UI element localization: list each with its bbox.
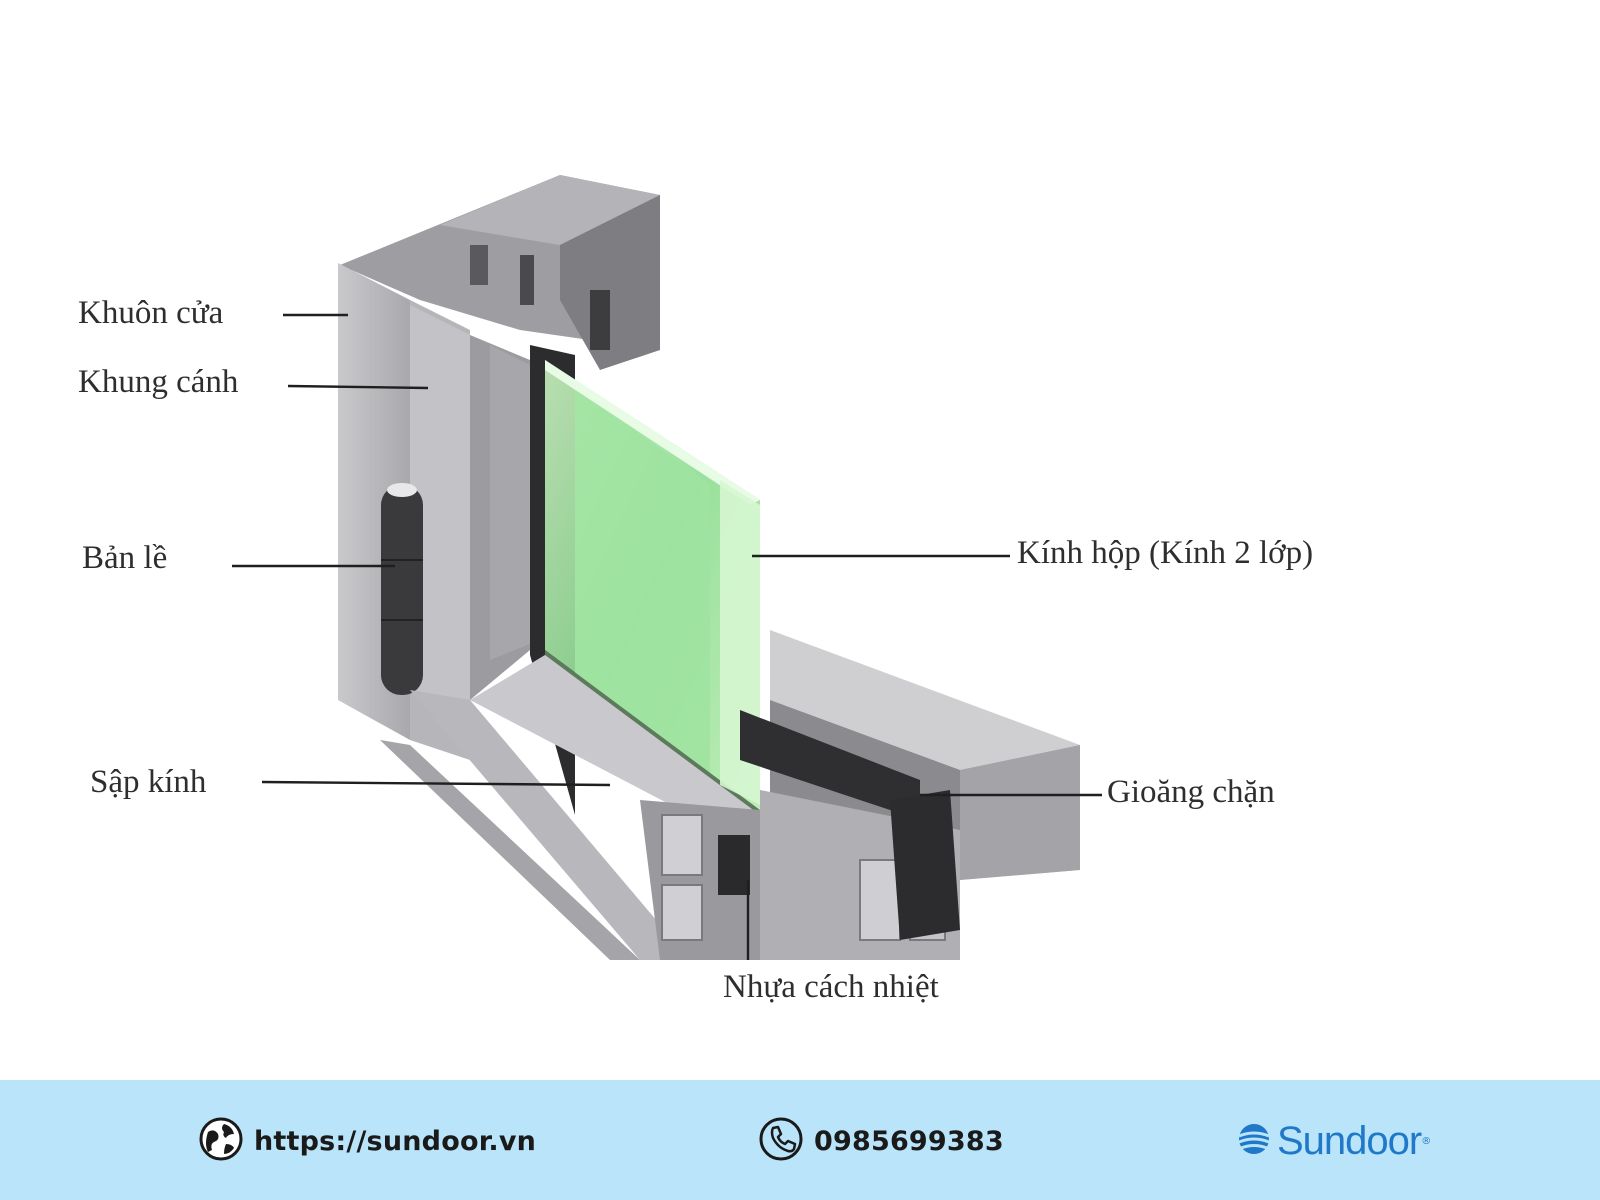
label-sap-kinh: Sập kính <box>90 764 207 800</box>
label-khung-canh: Khung cánh <box>78 364 239 400</box>
phone-text: 0985699383 <box>814 1125 1004 1157</box>
website-text: https://sundoor.vn <box>254 1125 537 1157</box>
bottom-profile-section <box>640 790 960 960</box>
glazing-bead <box>380 655 760 960</box>
window-frame-diagram: Khuôn cửa Khung cánh Bản lề Sập kính Kín… <box>78 175 1313 1005</box>
contact-footer: https://sundoor.vn 0985699383 Sundoor® <box>0 1080 1600 1200</box>
brand-logo: Sundoor® <box>1235 1118 1431 1164</box>
label-kinh-hop: Kính hộp (Kính 2 lớp) <box>1017 535 1313 571</box>
leader-sap-kinh <box>261 780 611 787</box>
website-link[interactable]: https://sundoor.vn <box>198 1116 537 1166</box>
phone-contact[interactable]: 0985699383 <box>758 1116 1004 1166</box>
label-gioang-chan: Gioăng chặn <box>1107 774 1275 810</box>
registered-mark: ® <box>1421 1135 1432 1147</box>
sash-frame-vertical <box>410 305 540 700</box>
label-ban-le: Bản lề <box>82 540 167 576</box>
label-khuon-cua: Khuôn cửa <box>78 295 224 331</box>
hinge <box>381 483 423 695</box>
phone-icon <box>758 1116 804 1166</box>
globe-icon <box>198 1116 244 1166</box>
top-frame-profile <box>340 175 660 370</box>
brand-name: Sundoor <box>1277 1118 1422 1163</box>
label-nhua-cach-nhiet: Nhựa cách nhiệt <box>723 969 939 1005</box>
sundoor-logo-icon <box>1235 1120 1273 1162</box>
leader-khung-canh <box>287 384 429 390</box>
